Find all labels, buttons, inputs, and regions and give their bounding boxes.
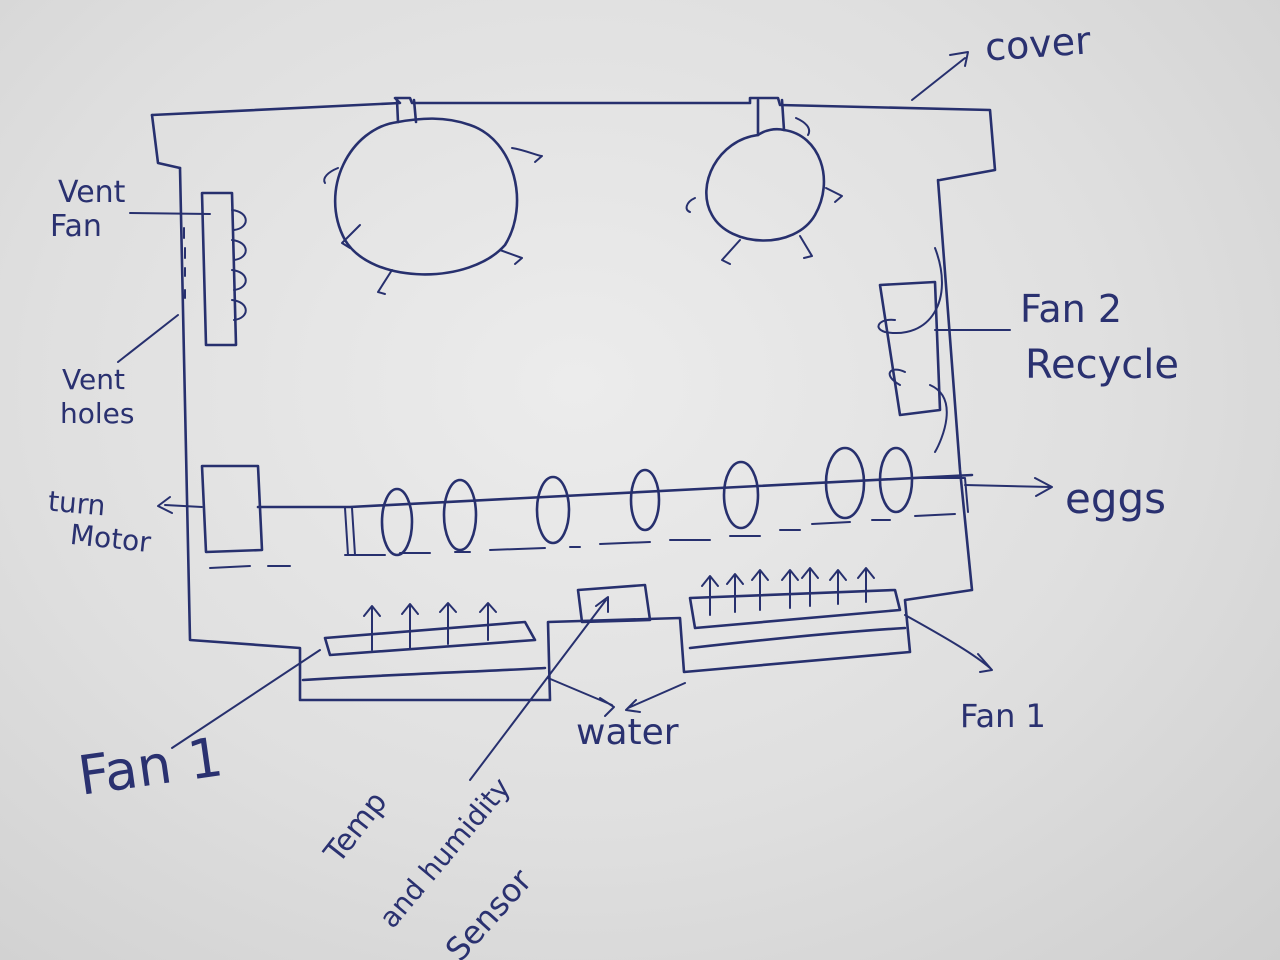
vent-fan-label-line1: Vent — [58, 175, 126, 210]
top-fan-left — [334, 117, 519, 276]
vent-holes-callout-line — [117, 314, 179, 363]
vent-holes-label-line1: Vent — [62, 363, 125, 396]
water-label: water — [576, 712, 679, 753]
eggs-label: eggs — [1065, 474, 1167, 523]
egg-tray-top — [256, 473, 974, 509]
turn-motor-callout-line — [157, 496, 203, 514]
top-fan-left-blade — [499, 249, 523, 265]
top-fan-right-blade — [799, 235, 813, 259]
fan1-right-arrows — [701, 567, 875, 616]
water-tray-left — [301, 666, 547, 682]
water-tray-right — [688, 626, 907, 650]
fan1-left-base — [323, 620, 537, 657]
vent-fan-coils — [231, 209, 247, 321]
egg — [442, 478, 478, 552]
vent-holes-label-line2: holes — [60, 397, 135, 430]
cover-outline — [150, 96, 997, 182]
fan1-right-label: Fan 1 — [960, 697, 1046, 735]
fan1-left-callout-line — [171, 649, 321, 749]
turn-motor-label-line1: turn — [46, 484, 107, 523]
top-fan-right-blade — [795, 117, 811, 136]
vent-fan-label-line2: Fan — [50, 209, 102, 244]
egg — [629, 468, 661, 532]
top-fan-left-blade — [323, 167, 339, 184]
water-left-callout-line — [547, 677, 615, 717]
fan2-label-line2: Recycle — [1025, 342, 1179, 388]
egg — [380, 487, 414, 557]
top-fan-right-blade — [685, 197, 696, 213]
top-fan-left-blade — [511, 147, 543, 163]
top-fan-left-blade — [341, 224, 361, 249]
top-fan-right-blade — [825, 187, 843, 203]
fan1-right-callout-line — [904, 614, 993, 673]
egg-tray-right-rim — [909, 477, 969, 513]
top-fan-right-stem — [756, 98, 786, 137]
cover-left-drop — [150, 113, 182, 170]
egg — [878, 446, 914, 514]
fan2-coils — [877, 247, 948, 453]
top-fan-right-blade — [721, 239, 741, 265]
eggs-callout-line — [964, 477, 1053, 497]
egg-tray-left-wall — [344, 507, 356, 556]
incubator-body — [178, 166, 974, 702]
vent-fan-box — [200, 191, 238, 347]
egg — [722, 460, 760, 530]
sensor-callout-line — [469, 596, 609, 781]
cover-callout-line — [911, 51, 969, 101]
turn-motor-label-line2: Motor — [68, 517, 153, 560]
top-fan-right — [705, 127, 826, 242]
cover-label: cover — [983, 18, 1093, 70]
sensor-box — [576, 583, 652, 624]
top-fan-left-blade — [377, 269, 393, 295]
egg — [824, 446, 866, 520]
fan1-right-base — [688, 588, 902, 630]
turn-motor-box — [200, 464, 264, 554]
vent-holes — [183, 227, 186, 299]
egg — [535, 475, 571, 545]
egg-tray-bottom — [209, 513, 956, 569]
fan2-label-line1: Fan 2 — [1020, 287, 1122, 331]
fan1-left-arrows — [363, 602, 497, 651]
fan2-box — [878, 280, 942, 417]
water-right-callout-line — [625, 682, 686, 713]
vent-fan-callout-line — [129, 212, 211, 215]
